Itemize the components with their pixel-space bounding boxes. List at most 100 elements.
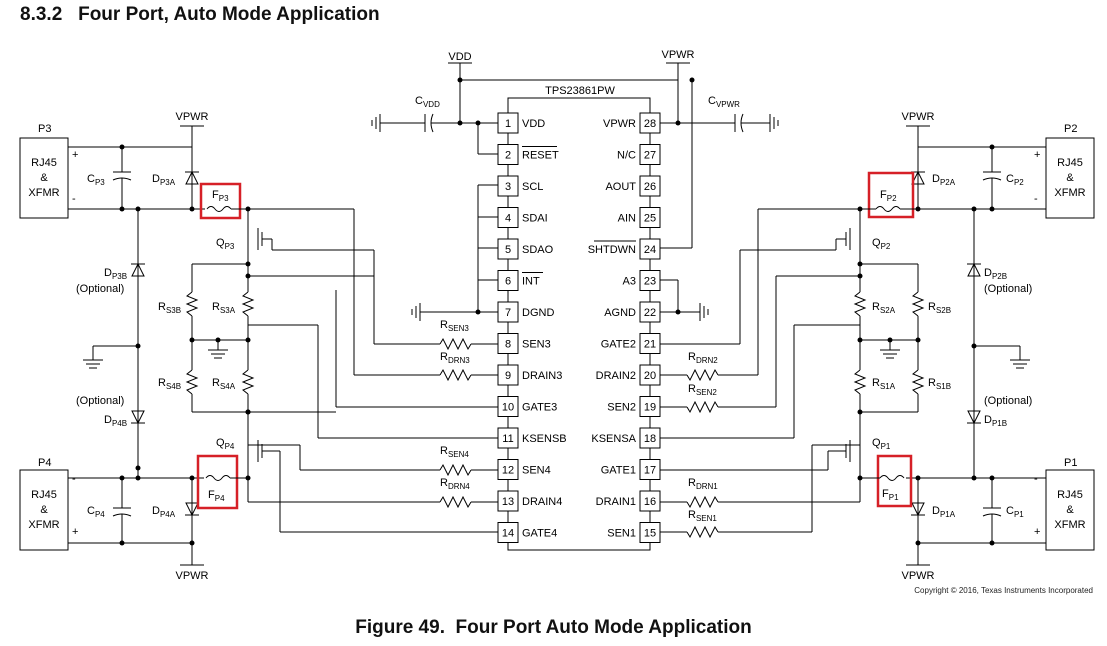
ic-pin-number: 21: [644, 339, 656, 351]
ic-pin-name: A3: [623, 276, 636, 288]
dp4b-label: DP4B: [104, 414, 127, 428]
ic-pin-name: GATE2: [601, 339, 636, 351]
svg-text:VPWR: VPWR: [902, 111, 935, 123]
ic-pin-name: DRAIN1: [596, 496, 636, 508]
ic-name: TPS23861PW: [545, 85, 615, 97]
svg-text:+: +: [72, 526, 78, 538]
ic-pin-name: N/C: [617, 150, 636, 162]
ic-pin-number: 26: [644, 181, 656, 193]
svg-text:RJ45: RJ45: [31, 157, 57, 169]
dp2b-optional: (Optional): [984, 283, 1032, 295]
ic-pin-name: VDD: [522, 118, 545, 130]
ic-pin-number: 6: [505, 276, 511, 288]
ic-pin-number: 22: [644, 307, 656, 319]
ic-pin-number: 8: [505, 339, 511, 351]
ic-pin-name: GATE4: [522, 528, 557, 540]
qp4-label: QP4: [216, 437, 235, 451]
dp2a-label: DP2A: [932, 173, 956, 187]
ic-pin-number: 19: [644, 402, 656, 414]
ic-pin-box: [639, 175, 661, 197]
cvdd-label: CVDD: [415, 95, 440, 109]
svg-text:+: +: [72, 149, 78, 161]
fp2-highlight: [867, 171, 915, 219]
ic-pin-name: VPWR: [603, 118, 636, 130]
rsen2-label: RSEN2: [688, 383, 717, 397]
rs4b-label: RS4B: [158, 377, 181, 391]
vpwr-label-top: VPWR: [662, 49, 695, 61]
rs1b-label: RS1B: [928, 377, 951, 391]
svg-text:VPWR: VPWR: [902, 570, 935, 582]
ic-pin-name: AOUT: [605, 181, 636, 193]
cp2-label: CP2: [1006, 173, 1024, 187]
svg-text:VPWR: VPWR: [176, 570, 209, 582]
p1-label: P1: [1064, 457, 1077, 469]
left-optional-diodes: DP3B (Optional) (Optional) DP4B: [76, 209, 145, 471]
dp3b-label: DP3B: [104, 267, 127, 281]
ic-pin-name: SDAI: [522, 213, 548, 225]
ic-pin-name: DRAIN2: [596, 370, 636, 382]
p3-xfmr-box: [19, 137, 69, 219]
ic-pin-number: 9: [505, 370, 511, 382]
vpwr-net-top: VPWR CVPWR: [660, 49, 779, 133]
dp4a-label: DP4A: [152, 505, 176, 519]
fp3-label: FP3: [212, 189, 229, 203]
ic-pin-number: 24: [644, 244, 656, 256]
ic-pin-name: DRAIN4: [522, 496, 562, 508]
p4-xfmr-box: [19, 469, 69, 551]
rsen1-label: RSEN1: [688, 509, 717, 523]
ic-pin-number: 7: [505, 307, 511, 319]
svg-text:&: &: [1066, 504, 1074, 516]
rdrn1-label: RDRN1: [688, 477, 718, 491]
left-pin-resistors-3: RSEN3 RDRN3: [354, 319, 498, 382]
ic-pin-gate2: 21 GATE2: [601, 333, 661, 354]
ic-pin-number: 20: [644, 370, 656, 382]
ic-pin-name: KSENSA: [591, 433, 636, 445]
ic-pin-name: DRAIN3: [522, 370, 562, 382]
dgnd-ground: [411, 184, 498, 321]
ic-pin-name: SEN3: [522, 339, 551, 351]
svg-text:RJ45: RJ45: [31, 489, 57, 501]
svg-text:&: &: [40, 504, 48, 516]
ic-pin-name: DGND: [522, 307, 554, 319]
ic-pin-name: SEN1: [607, 528, 636, 540]
ic-pin-aout: 26 AOUT: [605, 175, 661, 197]
ic-pin-number: 13: [502, 496, 514, 508]
fp3-highlight: [199, 182, 242, 220]
left-sense-resistors: RS3B RS3A RS4B RS4A: [158, 261, 498, 445]
ic-pin-box: [497, 238, 519, 260]
ic-pin-name: GATE1: [601, 465, 636, 477]
p3-label: P3: [38, 123, 51, 135]
rs2b-label: RS2B: [928, 301, 951, 315]
ic-pin-box: [497, 490, 519, 512]
rs4a-label: RS4A: [212, 377, 236, 391]
qp1-label: QP1: [872, 437, 891, 451]
svg-text:-: -: [72, 473, 76, 485]
rs2a-label: RS2A: [872, 301, 896, 315]
ic-pin-dgnd: 7 DGND: [497, 301, 554, 323]
dp1b-label: DP1B: [984, 414, 1007, 428]
svg-text:+: +: [1034, 526, 1040, 538]
cvpwr-label: CVPWR: [708, 95, 740, 109]
ic-pin-name: AIN: [618, 213, 636, 225]
ic-pin-name: GATE3: [522, 402, 557, 414]
ic-pin-number: 17: [644, 465, 656, 477]
port-p3-circuit: P3 RJ45 & XFMR + - CP3 VPWR DP3A FP3: [19, 111, 375, 375]
fp4-highlight: [196, 454, 239, 510]
p2-label: P2: [1064, 123, 1077, 135]
ic-pin-drain2: 20 DRAIN2: [596, 364, 661, 386]
rs1a-label: RS1A: [872, 377, 896, 391]
ic-pin-box: [639, 207, 661, 228]
right-sense-resistors: RS2A RS2B RS1A RS1B: [660, 261, 951, 445]
section-heading: 8.3.2 Four Port, Auto Mode Application: [20, 4, 380, 25]
ic-pin-number: 3: [505, 181, 511, 193]
svg-text:XFMR: XFMR: [1054, 519, 1085, 531]
